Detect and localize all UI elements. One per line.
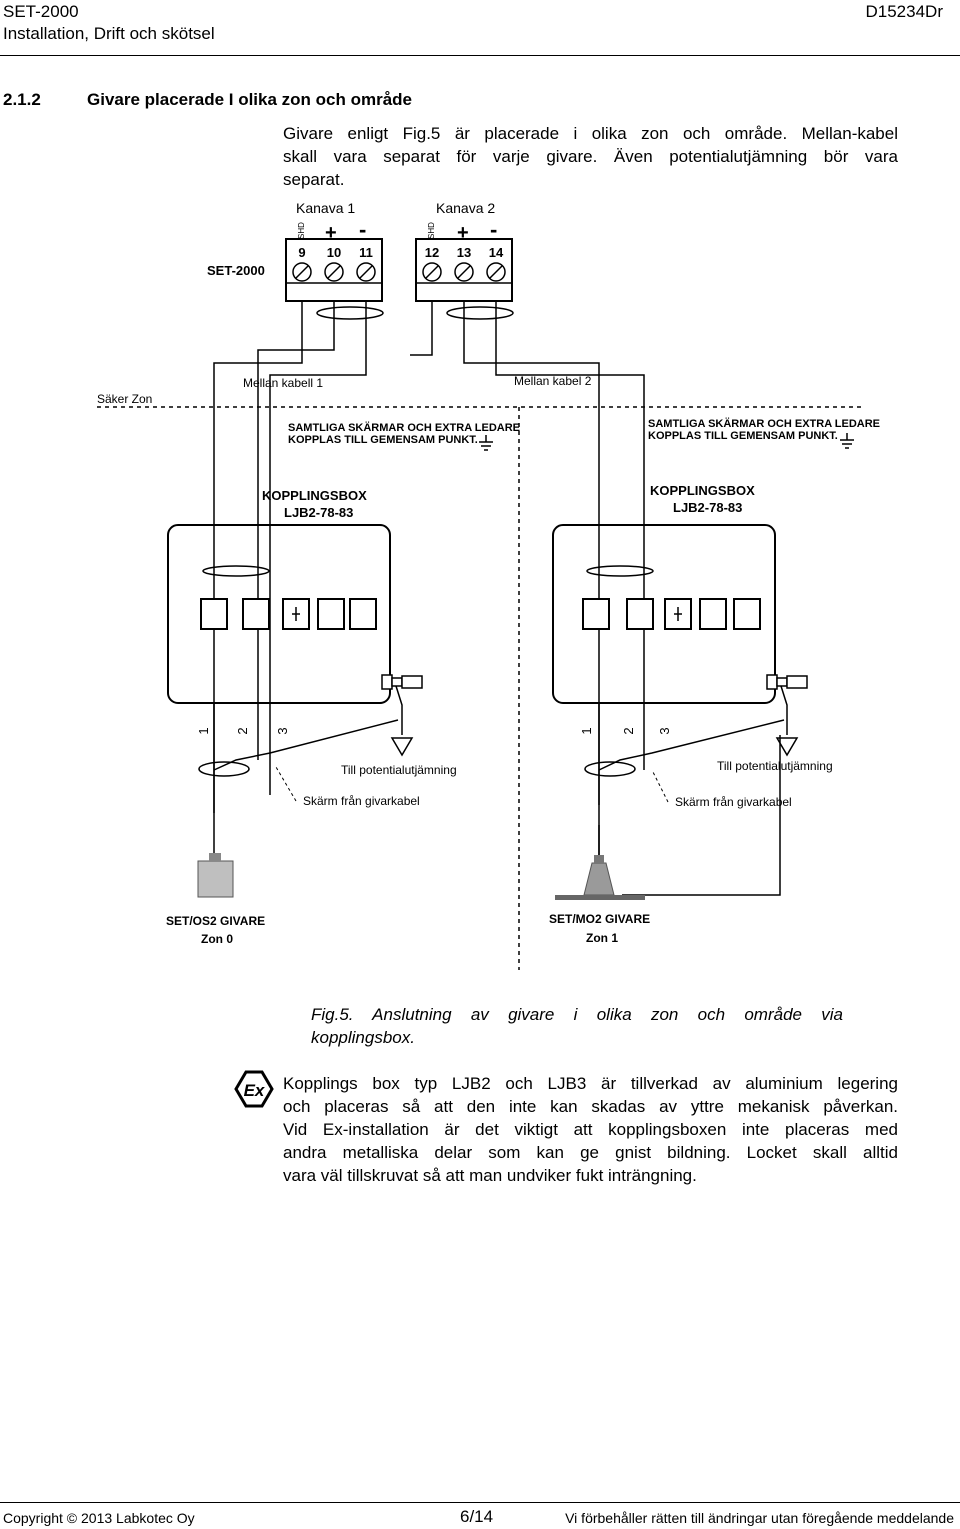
document-id: D15234Dr	[865, 2, 944, 21]
warning-line: och placeras så att den inte kan skadas …	[283, 1097, 898, 1116]
wire-number: 1	[196, 727, 211, 734]
terminal-slot	[626, 598, 654, 630]
note-line: SAMTLIGA SKÄRMAR OCH EXTRA LEDARE	[648, 417, 880, 430]
ex-hazard-icon: Ex	[234, 1070, 274, 1108]
sensor2-icon	[555, 855, 645, 900]
terminal-slot	[349, 598, 377, 630]
intro-line: skall vara separat för varje givare. Äve…	[283, 147, 898, 166]
figure-caption: Fig.5. Anslutning av givare i olika zon …	[311, 1003, 843, 1049]
sensor1-icon	[197, 860, 234, 898]
product-name: SET-2000	[3, 2, 79, 21]
shd-label-1: SHD	[297, 222, 306, 239]
cable2-label: Mellan kabel 2	[514, 374, 592, 388]
ex-symbol-text: Ex	[244, 1081, 266, 1100]
terminal-slot	[699, 598, 727, 630]
note-line: KOPPLAS TILL GEMENSAM PUNKT.	[648, 430, 838, 442]
channel2-name: Kanava 2	[436, 200, 495, 216]
terminal-number: 14	[489, 245, 504, 260]
cable1-wires	[213, 301, 384, 813]
junction-box-1	[167, 524, 391, 704]
document-subtitle: Installation, Drift och skötsel	[3, 24, 215, 43]
footer-copyright: Copyright © 2013 Labkotec Oy	[3, 1510, 195, 1526]
screen-label: Skärm från givarkabel	[303, 794, 420, 808]
section-number: 2.1.2	[3, 90, 41, 109]
screen-label: Skärm från givarkabel	[675, 795, 792, 809]
terminal-slot	[242, 598, 270, 630]
sensor1-name: SET/OS2 GIVARE	[166, 914, 265, 928]
footer-disclaimer: Vi förbehåller rätten till ändringar uta…	[565, 1510, 954, 1526]
potential-label: Till potentialutjämning	[341, 763, 457, 777]
cable1-label: Mellan kabell 1	[243, 376, 323, 390]
note-line: KOPPLAS TILL GEMENSAM PUNKT.	[288, 434, 478, 446]
channel1-name: Kanava 1	[296, 200, 355, 216]
box-model: LJB2-78-83	[284, 505, 353, 520]
safe-zone-boundary	[97, 406, 862, 970]
wiring-diagram: SET-2000 Kanava 1 Kanava 2 SHD SHD + - +…	[97, 200, 880, 970]
intro-line: separat.	[283, 170, 345, 189]
intro-paragraph: Givare enligt Fig.5 är placerade i olika…	[283, 122, 898, 191]
cable-gland-icon	[766, 674, 808, 690]
sensor2-name: SET/MO2 GIVARE	[549, 912, 650, 926]
plus-sign: +	[325, 222, 337, 244]
potential-equalization-icon	[390, 737, 414, 757]
sensor2-cable	[584, 703, 785, 896]
unit-label: SET-2000	[207, 263, 265, 278]
warning-line: Vid Ex-installation är det viktigt att k…	[283, 1120, 898, 1139]
sensor2-zone: Zon 1	[586, 931, 618, 945]
header-rule	[0, 55, 960, 56]
terminal-number: 13	[457, 245, 471, 260]
shd-label-2: SHD	[427, 222, 436, 239]
warning-line: andra metalliska delar som kan ge gnist …	[283, 1143, 898, 1162]
wire-number: 3	[657, 727, 672, 734]
caption-line: Fig.5. Anslutning av givare i olika zon …	[311, 1005, 843, 1024]
sensor1-cable	[198, 703, 399, 855]
terminal-slot	[733, 598, 761, 630]
sensor1-zone: Zon 0	[201, 932, 233, 946]
warning-line: vara väl tillskruvat så att man undviker…	[283, 1166, 697, 1185]
caption-line: kopplingsbox.	[311, 1028, 415, 1047]
potential-equalization-icon	[775, 737, 799, 757]
plus-sign: +	[457, 222, 469, 244]
safe-zone-label: Säker Zon	[97, 392, 152, 406]
minus-sign: -	[359, 217, 366, 242]
wire-number: 1	[579, 727, 594, 734]
terminal-number: 12	[425, 245, 439, 260]
terminal-slot	[664, 598, 692, 630]
box-model: LJB2-78-83	[673, 500, 742, 515]
footer-rule	[0, 1502, 960, 1503]
terminal-number: 9	[298, 245, 305, 260]
cable-gland-icon	[381, 674, 423, 690]
cable2-wires	[410, 301, 645, 805]
terminal-number: 10	[327, 245, 341, 260]
box-title: KOPPLINGSBOX	[650, 483, 755, 498]
terminal-number: 11	[359, 245, 373, 260]
terminal-slot	[317, 598, 345, 630]
box-title: KOPPLINGSBOX	[262, 488, 367, 503]
ground-icon	[479, 435, 493, 451]
section-title: Givare placerade I olika zon och område	[87, 90, 413, 109]
warning-paragraph: Kopplings box typ LJB2 och LJB3 är tillv…	[283, 1072, 898, 1187]
minus-sign: -	[490, 217, 497, 242]
junction-box-2	[552, 524, 776, 704]
wire-number: 2	[235, 727, 250, 734]
note-line: SAMTLIGA SKÄRMAR OCH EXTRA LEDARE	[288, 421, 520, 434]
ground-icon	[840, 433, 854, 449]
set2000-terminal-block: SET-2000 Kanava 1 Kanava 2 SHD SHD + - +…	[207, 200, 513, 302]
wire-number: 2	[621, 727, 636, 734]
page-number: 6/14	[460, 1507, 494, 1526]
terminal-slot	[200, 598, 228, 630]
potential-label: Till potentialutjämning	[717, 759, 833, 773]
intro-line: Givare enligt Fig.5 är placerade i olika…	[283, 124, 898, 143]
wire-number: 3	[275, 727, 290, 734]
warning-line: Kopplings box typ LJB2 och LJB3 är tillv…	[283, 1074, 898, 1093]
terminal-slot	[582, 598, 610, 630]
